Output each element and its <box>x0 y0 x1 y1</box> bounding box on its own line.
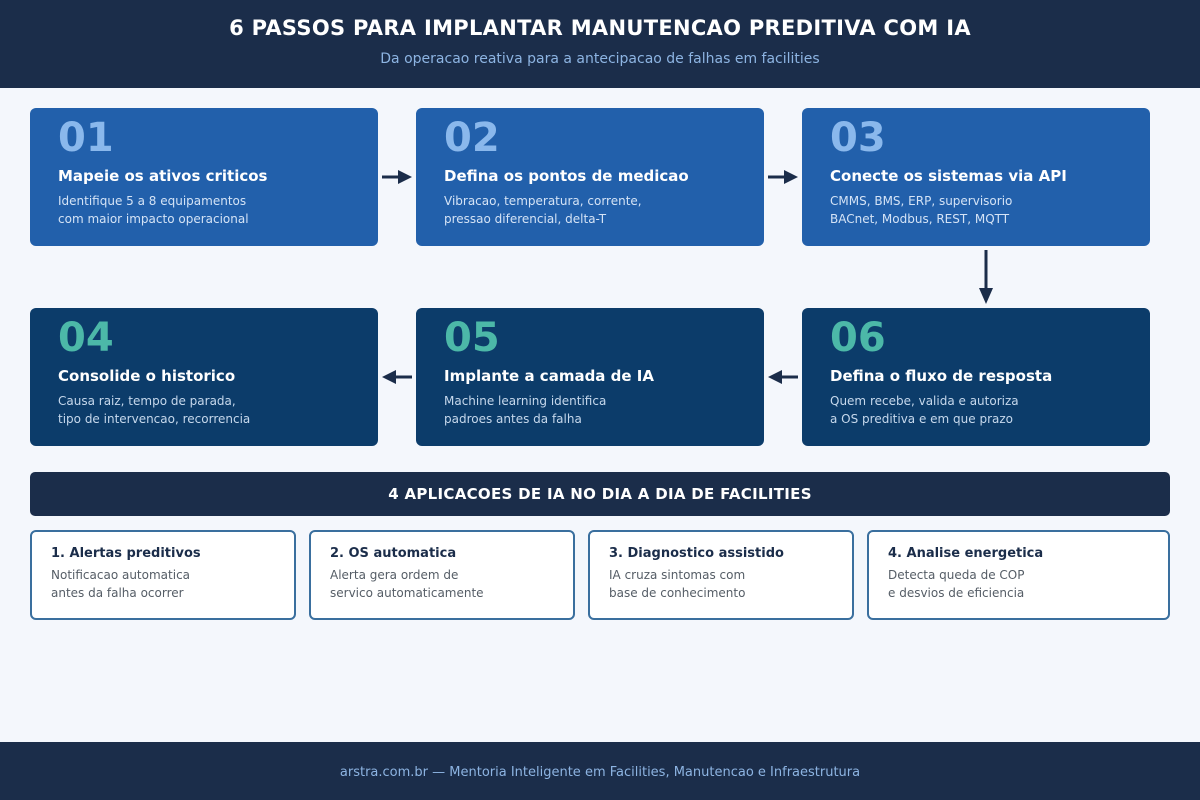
application-title: 1. Alertas preditivos <box>51 546 201 561</box>
footer-text: arstra.com.br — Mentoria Inteligente em … <box>339 765 861 780</box>
step-description-line: CMMS, BMS, ERP, supervisorio <box>830 194 1013 208</box>
header: 6 PASSOS PARA IMPLANTAR MANUTENCAO PREDI… <box>0 0 1200 88</box>
application-description: Alerta gera ordem de servico automaticam… <box>330 566 484 602</box>
arrow-left-icon <box>768 370 798 384</box>
application-description: Detecta queda de COP e desvios de eficie… <box>888 566 1024 602</box>
step-description: Causa raiz, tempo de parada, tipo de int… <box>58 392 250 428</box>
step-description-line: Identifique 5 a 8 equipamentos <box>58 194 247 208</box>
footer: arstra.com.br — Mentoria Inteligente em … <box>0 742 1200 800</box>
page-subtitle: Da operacao reativa para a antecipacao d… <box>380 51 820 67</box>
application-description-line: IA cruza sintomas com <box>609 568 746 582</box>
application-card-2: 2. OS automatica Alerta gera ordem de se… <box>309 530 575 620</box>
application-description-line: Alerta gera ordem de <box>330 568 459 582</box>
page-title: 6 PASSOS PARA IMPLANTAR MANUTENCAO PREDI… <box>229 16 971 40</box>
step-description-line: tipo de intervencao, recorrencia <box>58 412 251 426</box>
step-title: Implante a camada de IA <box>444 367 654 385</box>
step-description-line: a OS preditiva e em que prazo <box>830 412 1014 426</box>
applications-heading: 4 APLICACOES DE IA NO DIA A DIA DE FACIL… <box>30 472 1170 516</box>
step-card-06: 06 Defina o fluxo de resposta Quem receb… <box>802 308 1150 446</box>
step-title: Consolide o historico <box>58 367 236 385</box>
step-number: 06 <box>830 315 886 361</box>
step-description-line: Quem recebe, valida e autoriza <box>830 394 1019 408</box>
step-title: Defina os pontos de medicao <box>444 167 689 185</box>
step-card-01: 01 Mapeie os ativos criticos Identifique… <box>30 108 378 246</box>
application-title: 2. OS automatica <box>330 546 457 561</box>
application-description-line: Detecta queda de COP <box>888 568 1025 582</box>
step-description: Identifique 5 a 8 equipamentos com maior… <box>58 192 249 228</box>
arrow-right-icon <box>382 170 412 184</box>
step-card-03: 03 Conecte os sistemas via API CMMS, BMS… <box>802 108 1150 246</box>
step-description: Machine learning identifica padroes ante… <box>444 392 606 428</box>
application-description: IA cruza sintomas com base de conhecimen… <box>609 566 745 602</box>
step-card-05: 05 Implante a camada de IA Machine learn… <box>416 308 764 446</box>
step-number: 04 <box>58 315 114 361</box>
step-description-line: pressao diferencial, delta-T <box>444 212 607 226</box>
step-description: CMMS, BMS, ERP, supervisorio BACnet, Mod… <box>830 192 1012 228</box>
application-card-4: 4. Analise energetica Detecta queda de C… <box>867 530 1170 620</box>
step-description-line: BACnet, Modbus, REST, MQTT <box>830 212 1010 226</box>
step-card-04: 04 Consolide o historico Causa raiz, tem… <box>30 308 378 446</box>
step-number: 02 <box>444 115 500 161</box>
application-title: 4. Analise energetica <box>888 546 1044 561</box>
step-description-line: Machine learning identifica <box>444 394 607 408</box>
application-description: Notificacao automatica antes da falha oc… <box>51 566 190 602</box>
application-card-3: 3. Diagnostico assistido IA cruza sintom… <box>588 530 854 620</box>
application-description-line: antes da falha ocorrer <box>51 586 184 600</box>
step-title: Mapeie os ativos criticos <box>58 167 268 185</box>
step-number: 01 <box>58 115 114 161</box>
arrow-right-icon <box>768 170 798 184</box>
step-description-line: com maior impacto operacional <box>58 212 249 226</box>
application-description-line: servico automaticamente <box>330 586 484 600</box>
step-title: Defina o fluxo de resposta <box>830 367 1053 385</box>
step-title: Conecte os sistemas via API <box>830 167 1067 185</box>
application-description-line: e desvios de eficiencia <box>888 586 1025 600</box>
step-description: Quem recebe, valida e autoriza a OS pred… <box>830 392 1019 428</box>
application-card-1: 1. Alertas preditivos Notificacao automa… <box>30 530 296 620</box>
application-description-line: Notificacao automatica <box>51 568 191 582</box>
step-description: Vibracao, temperatura, corrente, pressao… <box>444 192 642 228</box>
step-description-line: padroes antes da falha <box>444 412 582 426</box>
application-title: 3. Diagnostico assistido <box>609 546 784 561</box>
step-number: 03 <box>830 115 886 161</box>
arrow-down-icon <box>979 250 993 304</box>
step-description-line: Vibracao, temperatura, corrente, <box>444 194 642 208</box>
application-description-line: base de conhecimento <box>609 586 746 600</box>
step-description-line: Causa raiz, tempo de parada, <box>58 394 236 408</box>
arrow-left-icon <box>382 370 412 384</box>
step-number: 05 <box>444 315 500 361</box>
step-card-02: 02 Defina os pontos de medicao Vibracao,… <box>416 108 764 246</box>
